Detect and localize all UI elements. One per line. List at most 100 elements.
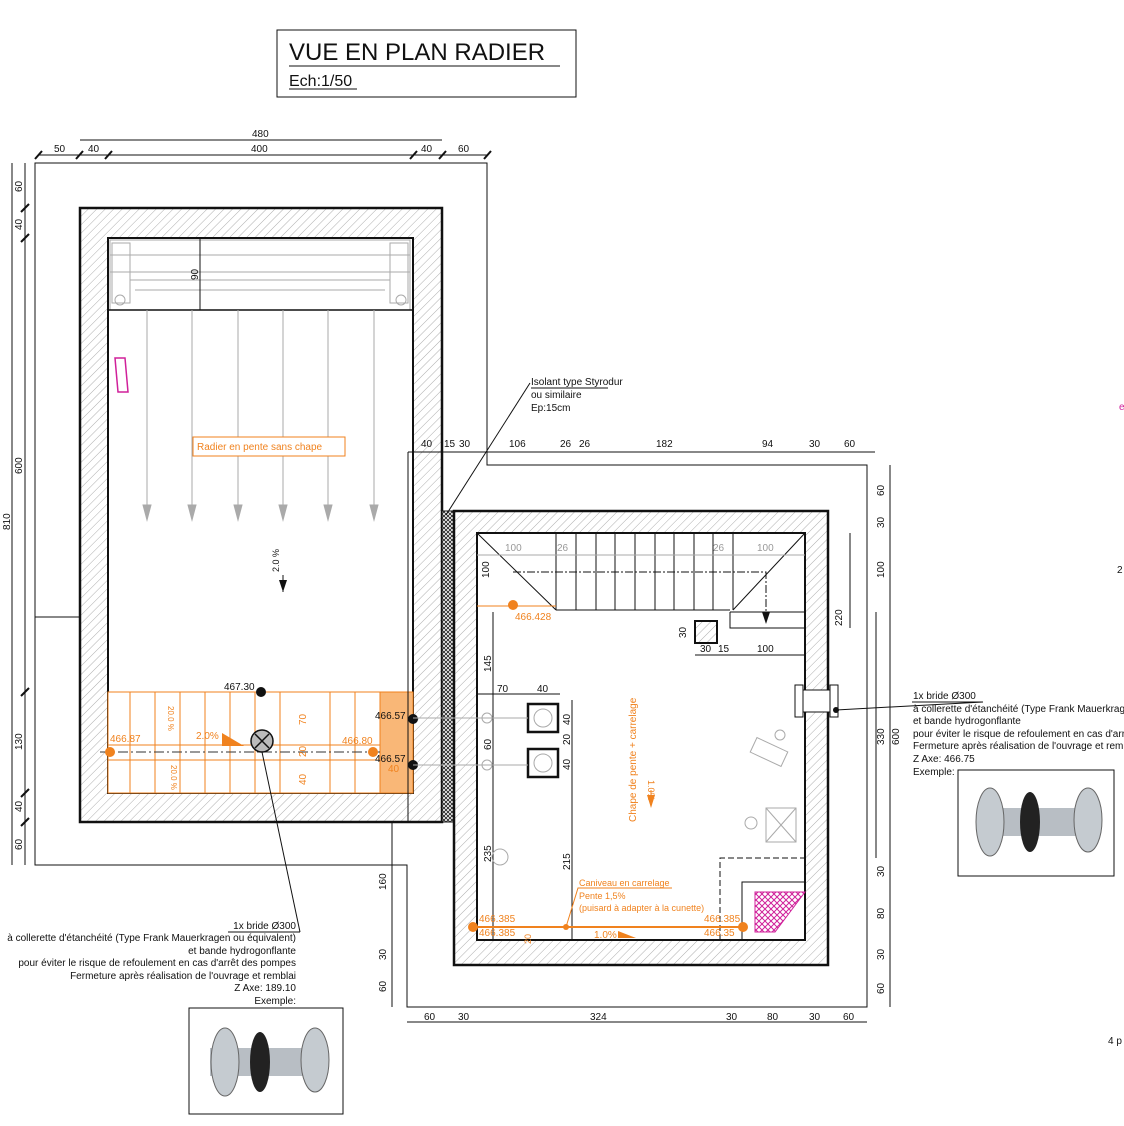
svg-text:et bande hydrogonflante: et bande hydrogonflante [188, 946, 296, 957]
svg-text:Fermeture après réalisation de: Fermeture après réalisation de l'ouvrage… [913, 741, 1124, 752]
svg-text:26: 26 [560, 439, 572, 450]
note-right: 1x bride Ø300 à collerette d'étanchéité … [835, 691, 1124, 778]
equipment-grey [491, 729, 797, 866]
dim-70: 70 [298, 713, 309, 725]
level-467-30: 467.30 [224, 682, 255, 693]
svg-text:106: 106 [509, 439, 526, 450]
svg-text:130: 130 [14, 733, 25, 750]
drawing-title: VUE EN PLAN RADIER [289, 39, 545, 66]
drawing-scale: Ech:1/50 [289, 73, 352, 90]
dim-stair-26b: 26 [713, 543, 725, 554]
svg-text:30: 30 [726, 1012, 738, 1023]
dim-20: 20 [298, 745, 309, 757]
svg-text:Isolant type Styrodur: Isolant type Styrodur [531, 377, 623, 388]
svg-text:30: 30 [809, 439, 821, 450]
dim-215: 215 [562, 853, 573, 870]
label-pente: Pente 1,5% [579, 891, 626, 901]
dim-40: 40 [298, 773, 309, 785]
dim-stair-100b: 100 [757, 543, 774, 554]
note-left: 1x bride Ø300 à collerette d'étanchéité … [7, 921, 300, 1007]
svg-text:30: 30 [378, 948, 389, 960]
svg-text:à collerette d'étanchéité (Typ: à collerette d'étanchéité (Type Frank Ma… [913, 704, 1124, 715]
left-chamber: 90 Radier en pente sans chape 2.0 % 46 [78, 206, 444, 933]
slope-2: 2.0% [196, 731, 219, 742]
svg-text:Z Axe: 189.10: Z Axe: 189.10 [234, 983, 296, 994]
svg-text:810: 810 [2, 513, 13, 530]
sump-grid [108, 692, 380, 793]
level-466-35: 466.35 [704, 928, 735, 939]
dim-40b: 40 [388, 764, 400, 775]
dims-left: 810 60 40 600 130 40 60 [2, 163, 30, 865]
dims-right-top: 40 15 30 106 26 26 182 94 30 60 [407, 439, 875, 822]
dim-235: 235 [483, 845, 494, 862]
svg-text:40: 40 [421, 144, 433, 155]
dim-20: 20 [562, 733, 573, 745]
dim-60: 60 [483, 738, 494, 750]
svg-text:60: 60 [378, 980, 389, 992]
svg-text:26: 26 [579, 439, 591, 450]
svg-text:480: 480 [252, 129, 269, 140]
level-466-87: 466.87 [110, 734, 141, 745]
label-caniveau: Caniveau en carrelage [579, 878, 670, 888]
slope-arrows [142, 310, 379, 522]
label-puisard: (puisard à adapter à la cunette) [579, 903, 704, 913]
svg-text:50: 50 [54, 144, 66, 155]
label-chape: Chape de pente + carrelage [628, 697, 639, 822]
svg-text:15: 15 [444, 439, 456, 450]
level-466-385b: 466.385 [479, 928, 516, 939]
edge-fragment: e [1119, 402, 1124, 413]
svg-text:30: 30 [876, 516, 887, 528]
ladder-marker [114, 357, 129, 393]
dims-bottom: 60 30 324 30 80 30 60 160 30 60 [378, 822, 867, 1023]
svg-text:60: 60 [14, 180, 25, 192]
dim-col-30h: 30 [700, 644, 712, 655]
dim-stair-26a: 26 [557, 543, 569, 554]
svg-text:220: 220 [834, 609, 845, 626]
svg-text:40: 40 [14, 218, 25, 230]
svg-text:60: 60 [458, 144, 470, 155]
svg-text:80: 80 [767, 1012, 779, 1023]
level-466-57a: 466.57 [375, 711, 406, 722]
dims-top-left: 480 50 40 400 40 60 [34, 129, 492, 160]
svg-text:80: 80 [876, 907, 887, 919]
level-466-80: 466.80 [342, 736, 373, 747]
slope-20b: 20.0 % [169, 765, 178, 790]
svg-text:600: 600 [14, 457, 25, 474]
title-block: VUE EN PLAN RADIER Ech:1/50 [276, 29, 577, 98]
svg-text:60: 60 [876, 982, 887, 994]
svg-text:30: 30 [876, 865, 887, 877]
svg-text:324: 324 [590, 1012, 607, 1023]
svg-text:30: 30 [876, 948, 887, 960]
svg-text:Exemple:: Exemple: [254, 996, 296, 1007]
level-466-385c: 466.385 [704, 914, 741, 925]
edge-fragment: 2 [1117, 565, 1123, 576]
svg-text:1x bride Ø300: 1x bride Ø300 [913, 691, 976, 702]
pumps [413, 702, 560, 779]
svg-text:60: 60 [424, 1012, 436, 1023]
dim-stair-h: 100 [481, 561, 492, 578]
dim-40b: 40 [562, 758, 573, 770]
svg-text:330: 330 [876, 728, 887, 745]
svg-text:60: 60 [876, 484, 887, 496]
svg-text:et bande hydrogonflante: et bande hydrogonflante [913, 716, 1021, 727]
svg-text:40: 40 [421, 439, 433, 450]
label-radier: Radier en pente sans chape [197, 442, 323, 453]
svg-text:60: 60 [14, 838, 25, 850]
svg-text:Ep:15cm: Ep:15cm [531, 403, 570, 414]
staircase [476, 532, 806, 629]
svg-text:30: 30 [809, 1012, 821, 1023]
svg-text:60: 60 [844, 439, 856, 450]
screen-equipment [109, 239, 411, 311]
svg-text:pour éviter le risque de refou: pour éviter le risque de refoulement en … [913, 729, 1124, 740]
dim-70: 70 [497, 684, 509, 695]
right-chamber: 100 26 26 100 100 466.428 30 30 15 100 1… [413, 509, 839, 967]
insulation-strip [441, 510, 455, 823]
dim-40a: 40 [562, 713, 573, 725]
svg-text:60: 60 [843, 1012, 855, 1023]
slope-20a: 20.0 % [166, 706, 175, 731]
svg-text:pour éviter le risque de refou: pour éviter le risque de refoulement en … [18, 958, 296, 969]
svg-text:160: 160 [378, 873, 389, 890]
svg-text:100: 100 [876, 561, 887, 578]
svg-text:400: 400 [251, 144, 268, 155]
